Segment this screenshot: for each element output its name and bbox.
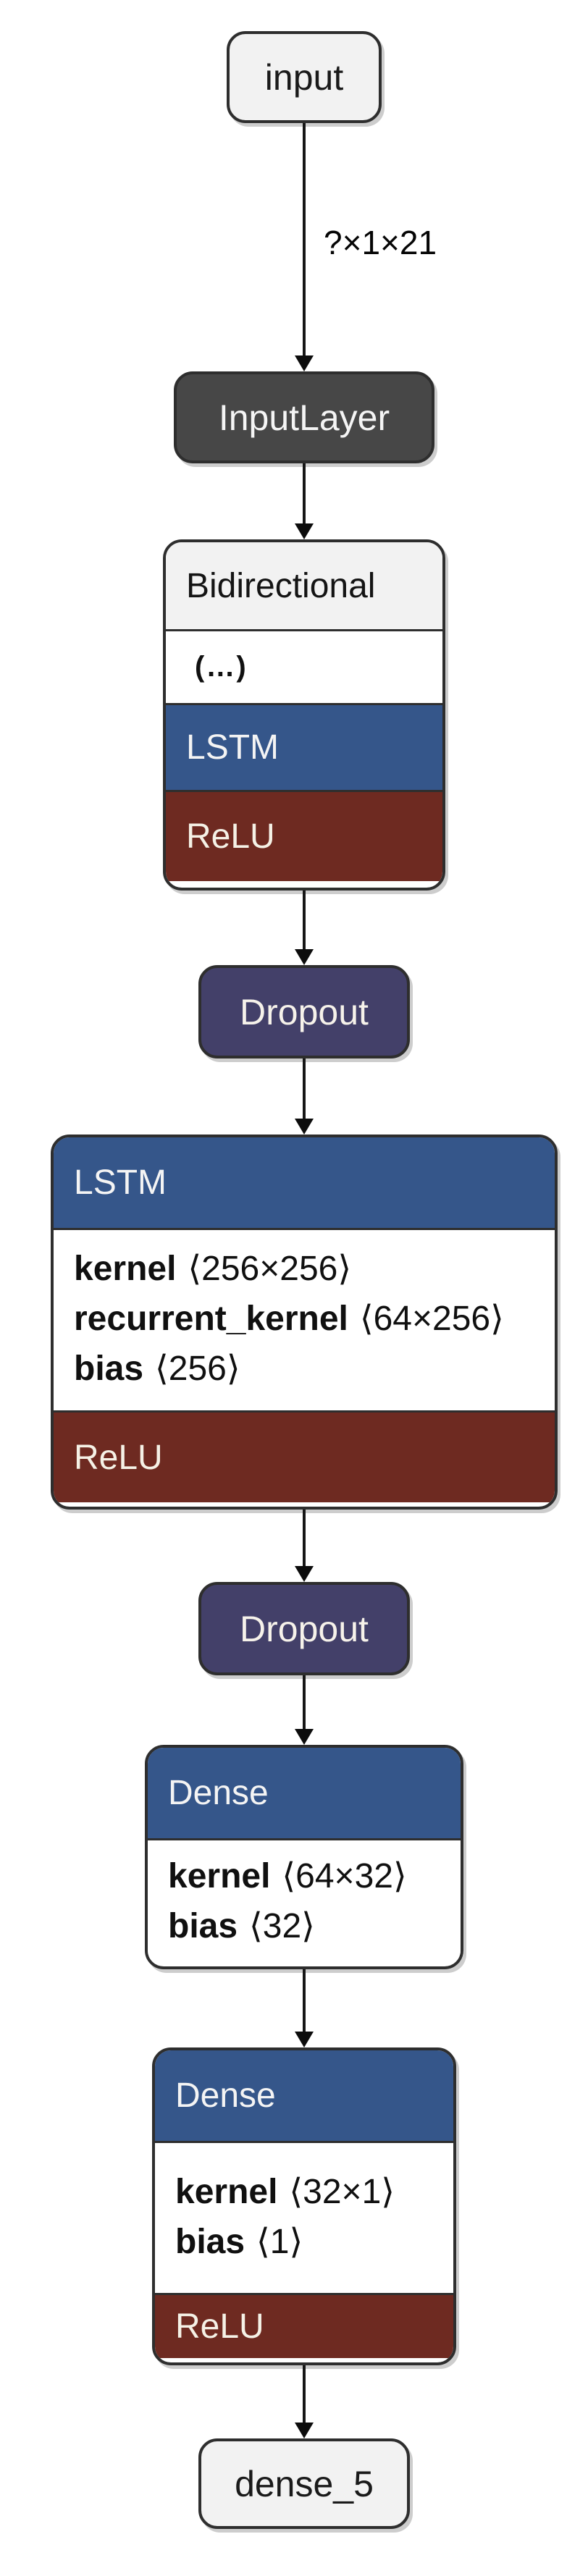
dense-1-header[interactable]: Dense <box>148 1748 461 1838</box>
bidirectional-relu-row[interactable]: ReLU <box>166 790 442 881</box>
dense-2-relu-label: ReLU <box>175 2307 264 2346</box>
lstm-relu-row[interactable]: ReLU <box>54 1410 555 1502</box>
node-inputlayer[interactable]: InputLayer <box>174 371 434 463</box>
node-dense-1[interactable]: Dense kernel⟨64×32⟩ bias⟨32⟩ <box>145 1745 463 1969</box>
arrowhead-icon <box>295 1729 314 1745</box>
dense-2-title: Dense <box>175 2076 276 2115</box>
param-bias: bias⟨32⟩ <box>168 1906 315 1945</box>
dense-2-params[interactable]: kernel⟨32×1⟩ bias⟨1⟩ <box>155 2141 453 2293</box>
lstm-relu-label: ReLU <box>74 1438 163 1477</box>
arrowhead-icon <box>295 949 314 965</box>
dense-2-relu-row[interactable]: ReLU <box>155 2293 453 2358</box>
node-input[interactable]: input <box>227 31 382 123</box>
arrowhead-icon <box>295 2423 314 2438</box>
node-input-label: input <box>264 56 344 98</box>
lstm-params[interactable]: kernel⟨256×256⟩ recurrent_kernel⟨64×256⟩… <box>54 1228 555 1410</box>
node-dropout-1-label: Dropout <box>240 991 369 1032</box>
edge-bidirectional-to-dropout1 <box>303 891 306 951</box>
edge-dense2-to-output <box>303 2365 306 2424</box>
arrowhead-icon <box>295 1119 314 1135</box>
edge-dropout1-to-lstm <box>303 1058 306 1120</box>
node-dropout-1[interactable]: Dropout <box>198 965 410 1058</box>
param-kernel: kernel⟨64×32⟩ <box>168 1856 407 1895</box>
bidirectional-lstm-row[interactable]: LSTM <box>166 703 442 790</box>
edge-shape-label: ?×1×21 <box>324 224 437 261</box>
node-bidirectional[interactable]: Bidirectional (…) LSTM ReLU <box>163 539 445 891</box>
bidirectional-header[interactable]: Bidirectional <box>166 542 442 629</box>
param-recurrent-kernel: recurrent_kernel⟨64×256⟩ <box>74 1300 504 1338</box>
arrowhead-icon <box>295 2032 314 2047</box>
arrowhead-icon <box>295 1566 314 1582</box>
edge-lstm-to-dropout2 <box>303 1510 306 1567</box>
dense-1-title: Dense <box>168 1774 269 1812</box>
node-dense-2[interactable]: Dense kernel⟨32×1⟩ bias⟨1⟩ ReLU <box>152 2047 456 2365</box>
node-dropout-2-label: Dropout <box>240 1608 369 1649</box>
param-kernel: kernel⟨256×256⟩ <box>74 1250 352 1288</box>
param-bias: bias⟨256⟩ <box>74 1350 240 1388</box>
param-kernel: kernel⟨32×1⟩ <box>175 2172 395 2211</box>
edge-input-to-inputlayer <box>303 123 306 357</box>
bidirectional-lstm-label: LSTM <box>186 728 280 767</box>
dense-2-header[interactable]: Dense <box>155 2050 453 2141</box>
node-output[interactable]: dense_5 <box>198 2438 410 2529</box>
node-output-label: dense_5 <box>235 2463 374 2504</box>
lstm-header[interactable]: LSTM <box>54 1137 555 1228</box>
bidirectional-args-row[interactable]: (…) <box>166 629 442 703</box>
node-inputlayer-label: InputLayer <box>218 397 390 438</box>
arrowhead-icon <box>295 355 314 371</box>
edge-dropout2-to-dense1 <box>303 1675 306 1730</box>
bidirectional-title: Bidirectional <box>186 566 376 605</box>
bidirectional-collapsed-args: (…) <box>195 651 248 683</box>
lstm-title: LSTM <box>74 1163 167 1202</box>
param-bias: bias⟨1⟩ <box>175 2222 303 2261</box>
arrowhead-icon <box>295 523 314 539</box>
dense-1-params[interactable]: kernel⟨64×32⟩ bias⟨32⟩ <box>148 1838 461 1964</box>
bidirectional-relu-label: ReLU <box>186 817 275 856</box>
node-dropout-2[interactable]: Dropout <box>198 1582 410 1675</box>
node-lstm[interactable]: LSTM kernel⟨256×256⟩ recurrent_kernel⟨64… <box>51 1135 558 1510</box>
edge-inputlayer-to-bidirectional <box>303 463 306 525</box>
edge-dense1-to-dense2 <box>303 1969 306 2033</box>
